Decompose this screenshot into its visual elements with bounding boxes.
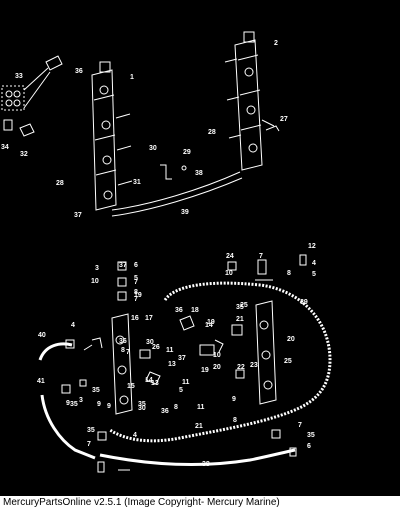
callout[interactable]: 21 [236,316,244,323]
callout[interactable]: 7 [259,253,263,260]
callout[interactable]: 11 [197,404,205,411]
callout[interactable]: 10 [213,352,221,359]
callout[interactable]: 14 [205,322,213,329]
callout[interactable]: 23 [250,362,258,369]
callout[interactable]: 37 [119,262,127,269]
callout[interactable]: 32 [20,151,28,158]
callout[interactable]: 30 [138,405,146,412]
callout[interactable]: 37 [74,212,82,219]
callout[interactable]: 22 [237,364,245,371]
lower-callouts: 3 4 5 6 7 8 9 10 11 12 13 14 15 16 17 18… [37,243,316,468]
callout[interactable]: 7 [87,441,91,448]
callout[interactable]: 11 [182,379,190,386]
callout[interactable]: 10 [91,278,99,285]
callout[interactable]: 39 [181,209,189,216]
callout[interactable]: 11 [166,347,174,354]
callout[interactable]: 29 [183,149,191,156]
callout[interactable]: 27 [280,116,288,123]
callout[interactable]: 39 [300,299,308,306]
callout[interactable]: 35 [92,387,100,394]
callout[interactable]: 35 [236,304,244,311]
callout[interactable]: 21 [195,423,203,430]
lower-assembly-art [38,254,332,473]
callout[interactable]: 31 [133,179,141,186]
copyright-footer: MercuryPartsOnline v2.5.1 (Image Copyrig… [0,496,400,510]
callout[interactable]: 9 [66,400,70,407]
callout[interactable]: 6 [307,443,311,450]
callout[interactable]: 20 [213,364,221,371]
callout[interactable]: 13 [168,361,176,368]
callout[interactable]: 35 [307,432,315,439]
callout[interactable]: 6 [134,262,138,269]
upper-callouts: 1 2 27 28 28 29 30 31 32 33 34 36 37 38 … [1,40,288,219]
callout[interactable]: 14 [145,377,153,384]
callout[interactable]: 41 [37,378,45,385]
callout[interactable]: 8 [287,270,291,277]
callout[interactable]: 5 [312,271,316,278]
callout[interactable]: 35 [87,427,95,434]
callout[interactable]: 28 [56,180,64,187]
callout[interactable]: 10 [225,270,233,277]
callout[interactable]: 8 [134,289,138,296]
callout[interactable]: 36 [119,338,127,345]
callout[interactable]: 4 [133,432,137,439]
callout[interactable]: 8 [174,404,178,411]
callout[interactable]: 33 [15,73,23,80]
parts-diagram: 1 2 27 28 28 29 30 31 32 33 34 36 37 38 … [1,31,332,473]
callout[interactable]: 17 [145,315,153,322]
upper-assembly-art [1,31,280,217]
footer-caption: MercuryPartsOnline v2.5.1 (Image Copyrig… [3,497,280,508]
callout[interactable]: 19 [201,367,209,374]
callout[interactable]: 3 [95,265,99,272]
callout[interactable]: 5 [179,387,183,394]
callout[interactable]: 36 [75,68,83,75]
callout[interactable]: 16 [131,315,139,322]
callout[interactable]: 36 [175,307,183,314]
callout[interactable]: 35 [70,401,78,408]
callout[interactable]: 9 [107,403,111,410]
callout[interactable]: 7 [298,422,302,429]
callout[interactable]: 40 [38,332,46,339]
callout[interactable]: 30 [146,339,154,346]
callout[interactable]: 34 [1,144,9,151]
callout[interactable]: 9 [97,401,101,408]
callout[interactable]: 20 [287,336,295,343]
callout[interactable]: 30 [149,145,157,152]
callout[interactable]: 9 [232,396,236,403]
callout[interactable]: 13 [151,380,159,387]
callout[interactable]: 3 [79,397,83,404]
callout[interactable]: 4 [71,322,75,329]
callout[interactable]: 1 [130,74,134,81]
callout[interactable]: 24 [226,253,234,260]
callout[interactable]: 5 [134,275,138,282]
callout[interactable]: 19 [207,319,215,326]
callout[interactable]: 26 [152,344,160,351]
callout[interactable]: 7 [126,349,130,356]
callout[interactable]: 7 [134,279,138,286]
callout[interactable]: 38 [202,461,210,468]
callout[interactable]: 36 [161,408,169,415]
callout[interactable]: 7 [134,296,138,303]
callout[interactable]: 8 [121,347,125,354]
callout[interactable]: 35 [138,401,146,408]
callout[interactable]: 12 [308,243,316,250]
callout[interactable]: 28 [208,129,216,136]
callout[interactable]: 25 [284,358,292,365]
callout[interactable]: 19 [134,292,142,299]
callout[interactable]: 25 [240,302,248,309]
callout[interactable]: 15 [127,383,135,390]
callout[interactable]: 37 [178,355,186,362]
callout[interactable]: 8 [233,417,237,424]
callout[interactable]: 38 [195,170,203,177]
callout[interactable]: 18 [191,307,199,314]
callout[interactable]: 2 [274,40,278,47]
callout[interactable]: 4 [312,260,316,267]
